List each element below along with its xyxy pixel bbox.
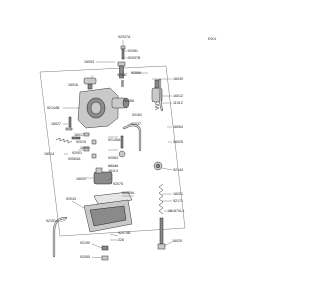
label-16016: 16016 <box>68 83 78 87</box>
figure-reference: E001 <box>208 37 216 41</box>
part-top-screw <box>120 45 126 60</box>
label-16025: 16025 <box>173 140 183 144</box>
label-16014: 16014 <box>44 152 54 156</box>
part-air-screw <box>153 161 163 171</box>
label-16025-b: 16025 <box>172 239 182 243</box>
label-92075: 92075 <box>113 182 123 186</box>
label-92144B: 92144B <box>47 106 60 110</box>
label-92055: 92055 <box>80 255 90 259</box>
label-16027: 16027 <box>51 122 61 126</box>
part-drain-plug <box>101 245 109 261</box>
label-92043: 92043 <box>66 197 76 201</box>
label-92063A: 92063A <box>68 157 81 161</box>
leader-lines <box>59 40 173 259</box>
part-main-jet <box>83 132 97 159</box>
label-92190: 92190 <box>80 241 90 245</box>
part-jet-needle <box>65 116 73 131</box>
label-16031: 16031 <box>80 146 90 150</box>
label-16001: 16001 <box>76 177 86 181</box>
label-92144: 92144 <box>108 164 118 168</box>
label-92081: 92081 <box>128 49 138 53</box>
label-16003: 16003 <box>84 60 94 64</box>
label-16049: 16049 <box>173 77 183 81</box>
part-float-valve <box>118 135 126 158</box>
label-16114: 16114 <box>108 169 118 173</box>
label-92037: 92037 <box>117 73 127 77</box>
label-92037-b: 92037 <box>131 122 141 126</box>
label-226: 226 <box>118 238 124 242</box>
part-float-bowl <box>83 199 133 233</box>
label-92037A: 92037A <box>118 35 131 39</box>
label-92151A: 92151A <box>46 219 59 223</box>
label-16017: 16017 <box>74 133 84 137</box>
label-92063: 92063 <box>108 156 118 160</box>
part-cable-adjuster <box>117 61 126 88</box>
label-11012: 11012 <box>173 101 183 105</box>
label-92145A: 92145A <box>108 138 121 142</box>
carburetor-exploded-diagram: E001 <box>39 35 216 261</box>
label-92066: 92066 <box>124 99 134 103</box>
label-92069: 92069 <box>131 71 141 75</box>
label-16187A: 16187/A-1 <box>168 209 185 213</box>
label-16021: 16021 <box>173 192 183 196</box>
label-92171: 92171 <box>173 199 183 203</box>
part-vent-hose-mid <box>122 124 142 152</box>
part-idle-adjust-spring <box>157 183 166 250</box>
label-92055A: 92055A <box>122 191 135 195</box>
label-92075B: 92075B <box>118 231 131 235</box>
label-92144-b: 92144 <box>173 168 183 172</box>
part-top-cap <box>83 77 97 90</box>
part-carburetor-body <box>77 87 130 129</box>
label-92161: 92161 <box>132 113 142 117</box>
label-16012: 16012 <box>173 94 183 98</box>
assembly-frame <box>39 65 186 237</box>
label-92001: 92001 <box>72 151 82 155</box>
label-92015: 92015 <box>76 140 86 144</box>
label-16064: 16064 <box>173 125 183 129</box>
label-92037B: 92037B <box>128 56 141 60</box>
